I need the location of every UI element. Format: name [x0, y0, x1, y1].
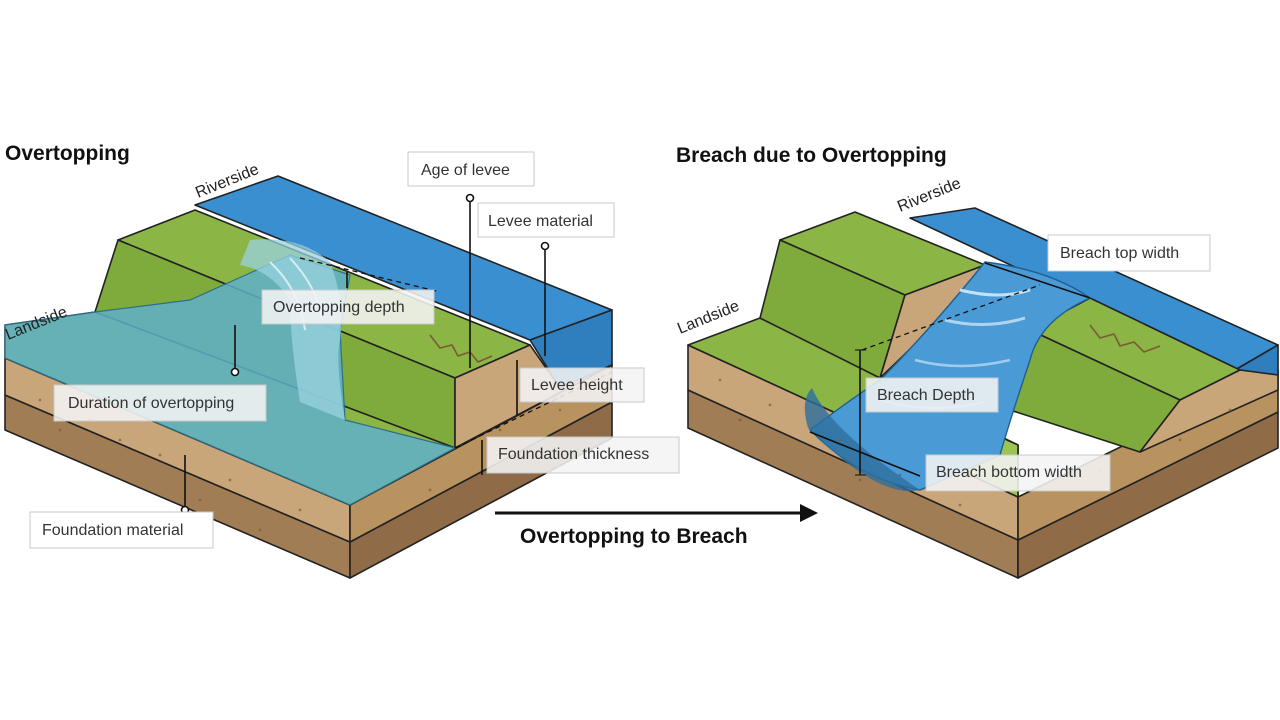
svg-text:Foundation material: Foundation material	[42, 522, 183, 539]
left-panel-title: Overtopping	[5, 142, 130, 165]
overtopping-depth-dashed-line	[299, 257, 441, 293]
breach-top-width-line	[984, 262, 1091, 299]
right-levee-right-end-face	[1139, 369, 1279, 453]
label-breach-depth: Breach Depth	[865, 377, 999, 413]
label-levee-height: Levee height	[519, 367, 645, 403]
label-duration-of-overtopping: Duration of overtopping	[53, 384, 267, 422]
right-levee-crack	[1089, 324, 1161, 353]
svg-text:Age of levee: Age of levee	[421, 162, 510, 179]
left-levee-crack	[429, 334, 493, 363]
svg-text:Breach bottom width: Breach bottom width	[936, 464, 1082, 481]
label-breach-top-width: Breach top width	[1047, 234, 1211, 272]
transition-arrow: Overtopping to Breach	[495, 504, 818, 548]
breach-top-dashed	[861, 284, 1041, 351]
svg-text:Foundation thickness: Foundation thickness	[498, 446, 649, 463]
svg-text:Duration of overtopping: Duration of overtopping	[68, 395, 234, 412]
left-overtopping-panel: Overtopping Riverside Landside Age of le…	[3, 142, 680, 579]
right-breach-panel: Breach due to Overtopping Riverside Land…	[675, 144, 1279, 579]
left-overtopping-flow	[240, 239, 345, 420]
label-foundation-material: Foundation material	[29, 511, 214, 549]
label-breach-bottom-width: Breach bottom width	[925, 454, 1111, 492]
breach-bottom-width-line	[809, 431, 921, 477]
svg-text:Levee material: Levee material	[488, 213, 593, 230]
label-foundation-thickness: Foundation thickness	[486, 436, 680, 474]
svg-text:Overtopping depth: Overtopping depth	[273, 299, 405, 316]
label-age-of-levee: Age of levee	[407, 151, 535, 187]
right-panel-title: Breach due to Overtopping	[676, 144, 947, 167]
label-overtopping-depth: Overtopping depth	[261, 289, 435, 325]
right-riverside-label: Riverside	[895, 175, 963, 216]
label-levee-material: Levee material	[477, 202, 615, 238]
svg-text:Levee height: Levee height	[531, 377, 623, 394]
transition-label: Overtopping to Breach	[520, 525, 748, 548]
svg-text:Breach Depth: Breach Depth	[877, 387, 975, 404]
svg-text:Breach top width: Breach top width	[1060, 245, 1179, 262]
